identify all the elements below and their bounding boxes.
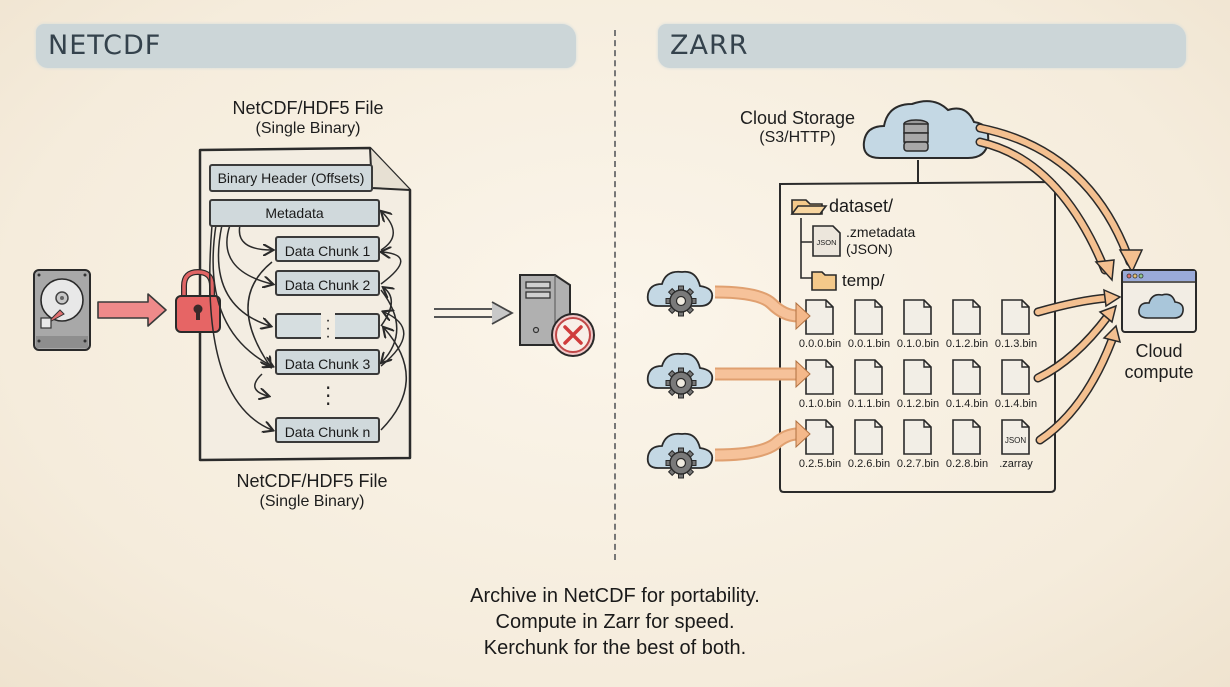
chunk-file-icon	[1001, 299, 1030, 335]
chunk-file-icon	[903, 359, 932, 395]
server-arrow-icon	[434, 301, 514, 325]
chunk-file-label: 0.1.1.bin	[847, 398, 891, 410]
data-chunk-2: Data Chunk 2	[275, 270, 380, 296]
zarr-banner: ZARR	[658, 24, 1186, 68]
chunk-file-label: 0.1.4.bin	[945, 398, 989, 410]
footer-line-3: Kerchunk for the best of both.	[483, 637, 747, 659]
red-arrow-icon	[97, 293, 167, 327]
data-chunk-3: Data Chunk 3	[275, 349, 380, 375]
ellipsis-dots: ···	[325, 376, 332, 416]
chunk-file-label: 0.2.7.bin	[896, 458, 940, 470]
chunk-file-label: 0.0.1.bin	[847, 338, 891, 350]
zarray-file-icon: JSON	[1001, 419, 1030, 455]
netcdf-heading: NETCDF	[48, 30, 162, 61]
chunk-file-label: 0.1.0.bin	[798, 398, 842, 410]
chunk-file-grid: JSON	[805, 299, 1030, 455]
footer-line-1: Archive in NetCDF for portability.	[470, 585, 760, 607]
file-subtitle-bottom: (Single Binary)	[259, 493, 365, 510]
chunk-file-icon	[952, 299, 981, 335]
json-badge: JSON	[1005, 436, 1027, 445]
chunk-file-label: 0.1.2.bin	[945, 338, 989, 350]
chunk-to-compute-arrow	[1033, 304, 1118, 383]
chunk-to-compute-arrow	[1035, 324, 1122, 445]
chunk-file-label: 0.1.0.bin	[896, 338, 940, 350]
cloud-compute-title: Cloud	[1135, 341, 1183, 361]
footer-line-2: Compute in Zarr for speed.	[495, 611, 735, 633]
netcdf-file-document	[198, 146, 412, 462]
chunk-file-label: 0.1.2.bin	[896, 398, 940, 410]
zmetadata-label: .zmetadata	[846, 224, 916, 240]
cloud-storage-icon	[862, 100, 990, 182]
cloud-storage-title: Cloud Storage	[739, 108, 856, 128]
cloud-storage-subtitle: (S3/HTTP)	[759, 129, 836, 146]
chunk-file-icon	[805, 299, 834, 335]
worker-to-chunk-arrow	[714, 419, 811, 462]
metadata-block: Metadata	[209, 199, 380, 227]
file-subtitle-top: (Single Binary)	[255, 120, 361, 137]
chunk-file-label: 0.1.3.bin	[994, 338, 1038, 350]
data-chunk-placeholder: ···	[275, 313, 380, 345]
hard-drive-icon	[33, 269, 91, 351]
worker-to-chunk-arrow	[715, 359, 811, 389]
binary-header-block: Binary Header (Offsets)	[209, 164, 373, 192]
cloud-compute-subtitle: compute	[1124, 362, 1194, 382]
netcdf-banner: NETCDF	[36, 24, 576, 68]
zmetadata-type: (JSON)	[846, 241, 893, 257]
output-arrows	[975, 123, 1144, 445]
cloud-gear-icon	[646, 270, 714, 317]
temp-folder-label: temp/	[842, 271, 885, 290]
database-icon	[903, 119, 929, 152]
ellipsis-dots: ···	[321, 313, 335, 345]
chunk-file-icon	[805, 419, 834, 455]
chunk-file-label: 0.2.5.bin	[798, 458, 842, 470]
chunk-file-icon	[1001, 359, 1030, 395]
chunk-to-compute-arrow	[1033, 288, 1122, 317]
padlock-icon	[175, 268, 221, 333]
storage-to-compute-arrow	[975, 123, 1144, 274]
chunk-access-arrows	[209, 212, 407, 430]
storage-to-compute-arrow	[975, 137, 1115, 282]
file-title-bottom: NetCDF/HDF5 File	[236, 471, 388, 491]
chunk-file-label: 0.2.6.bin	[847, 458, 891, 470]
chunk-file-icon	[854, 359, 883, 395]
chunk-file-icon	[952, 419, 981, 455]
json-badge: JSON	[816, 238, 836, 247]
compute-workers	[646, 270, 811, 479]
zarr-store-container	[779, 180, 1056, 493]
chunk-file-icon	[854, 299, 883, 335]
data-chunk-1: Data Chunk 1	[275, 236, 380, 262]
section-divider	[614, 30, 616, 560]
data-chunk-n: Data Chunk n	[275, 417, 380, 443]
clock-error-icon	[551, 313, 595, 357]
chunk-file-label: 0.1.4.bin	[994, 398, 1038, 410]
file-title-top: NetCDF/HDF5 File	[232, 98, 384, 118]
cloud-compute-icon	[1121, 269, 1197, 333]
folder-tree: JSON	[790, 199, 841, 291]
chunk-file-icon	[903, 419, 932, 455]
worker-to-chunk-arrow	[714, 285, 811, 331]
zarr-heading: ZARR	[670, 30, 749, 61]
dataset-folder-label: dataset/	[829, 196, 894, 216]
chunk-file-label: .zarray	[999, 458, 1033, 470]
cloud-gear-icon	[646, 432, 714, 479]
chunk-file-icon	[805, 359, 834, 395]
chunk-file-icon	[854, 419, 883, 455]
footer-summary: Archive in NetCDF for portability. Compu…	[0, 583, 1230, 661]
chunk-file-icon	[952, 359, 981, 395]
cloud-gear-icon	[646, 352, 714, 399]
chunk-file-label: 0.0.0.bin	[798, 338, 842, 350]
chunk-file-label: 0.2.8.bin	[945, 458, 989, 470]
chunk-file-icon	[903, 299, 932, 335]
